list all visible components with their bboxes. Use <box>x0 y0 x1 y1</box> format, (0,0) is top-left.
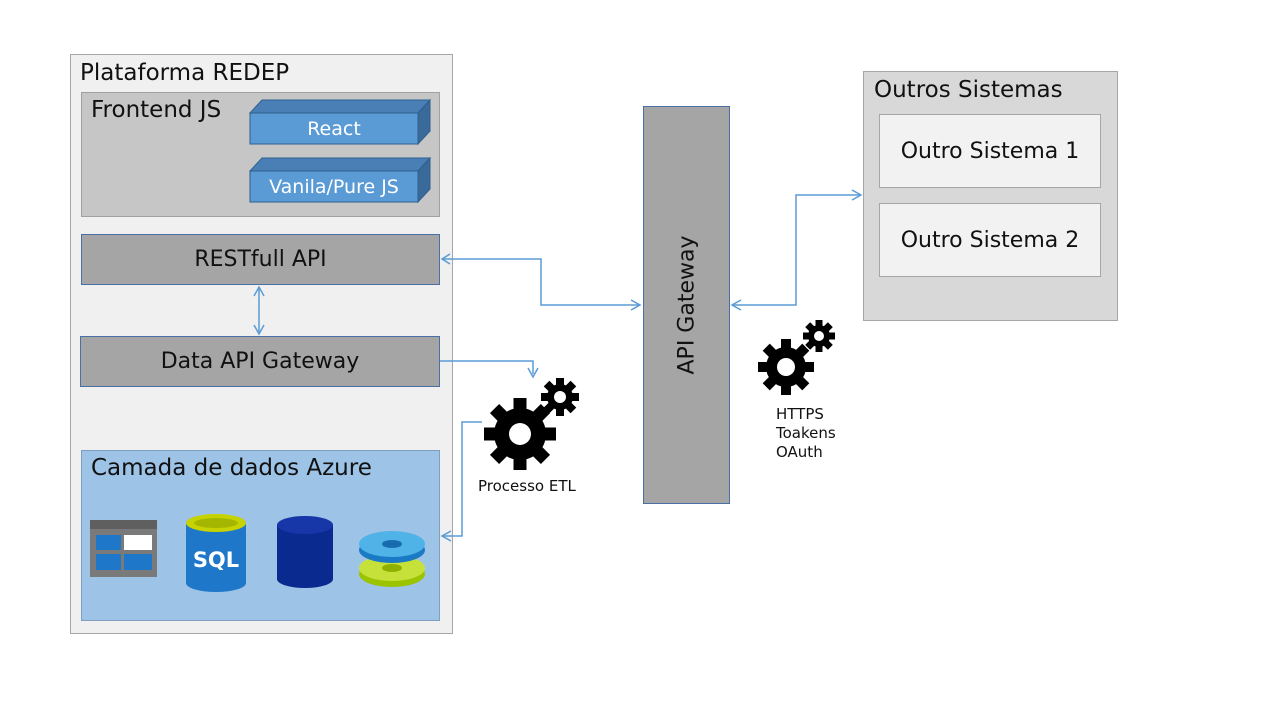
etl-label: Processo ETL <box>478 477 576 495</box>
arrowhead-icon <box>440 530 452 542</box>
restfull-api-box: RESTfull API <box>81 234 440 285</box>
other-systems-title: Outros Sistemas <box>874 77 1063 103</box>
arrowhead-icon <box>253 285 265 297</box>
gateway-to-other-systems-arrow <box>733 194 860 306</box>
other-system-1-box: Outro Sistema 1 <box>879 114 1101 188</box>
data-api-gateway-label: Data API Gateway <box>160 349 360 374</box>
database-icon <box>277 516 333 588</box>
azure-disk-storage-icon <box>359 531 425 587</box>
sql-icon-text: SQL <box>193 548 239 572</box>
security-gears-icon <box>758 320 835 395</box>
data-api-to-etl-arrow <box>440 360 534 374</box>
vanilla-js-block: Vanila/Pure JS <box>248 156 432 204</box>
arrowhead-icon <box>440 253 451 265</box>
react-label: React <box>307 118 361 140</box>
other-system-2-label: Outro Sistema 2 <box>900 227 1080 253</box>
security-label-tokens: Toakens <box>776 424 836 442</box>
security-label-https: HTTPS <box>776 405 824 423</box>
react-block: React <box>248 98 432 146</box>
arrowhead-icon <box>630 299 642 311</box>
restfull-api-label: RESTfull API <box>194 247 327 272</box>
sql-database-icon: SQL <box>186 514 246 592</box>
arrowhead-icon <box>253 324 265 336</box>
azure-table-storage-icon <box>90 520 157 577</box>
arrowhead-icon <box>851 189 863 201</box>
etl-gears-icon <box>484 378 579 470</box>
arrowhead-icon <box>527 367 539 379</box>
etl-to-data-layer-arrow <box>443 421 482 537</box>
data-layer-title: Camada de dados Azure <box>91 455 372 481</box>
frontend-title: Frontend JS <box>91 97 222 123</box>
vanilla-js-label: Vanila/Pure JS <box>269 176 399 198</box>
data-api-gateway-box: Data API Gateway <box>80 336 440 387</box>
security-label-oauth: OAuth <box>776 443 823 461</box>
platform-title: Plataforma REDEP <box>80 60 290 86</box>
other-system-1-label: Outro Sistema 1 <box>900 138 1080 164</box>
arrowhead-icon <box>730 299 742 311</box>
restfull-to-gateway-arrow <box>443 258 639 306</box>
api-gateway-box: API Gateway <box>643 106 730 504</box>
security-labels: HTTPS Toakens OAuth <box>776 405 836 462</box>
other-system-2-box: Outro Sistema 2 <box>879 203 1101 277</box>
other-systems-group: Outros Sistemas <box>863 71 1118 321</box>
